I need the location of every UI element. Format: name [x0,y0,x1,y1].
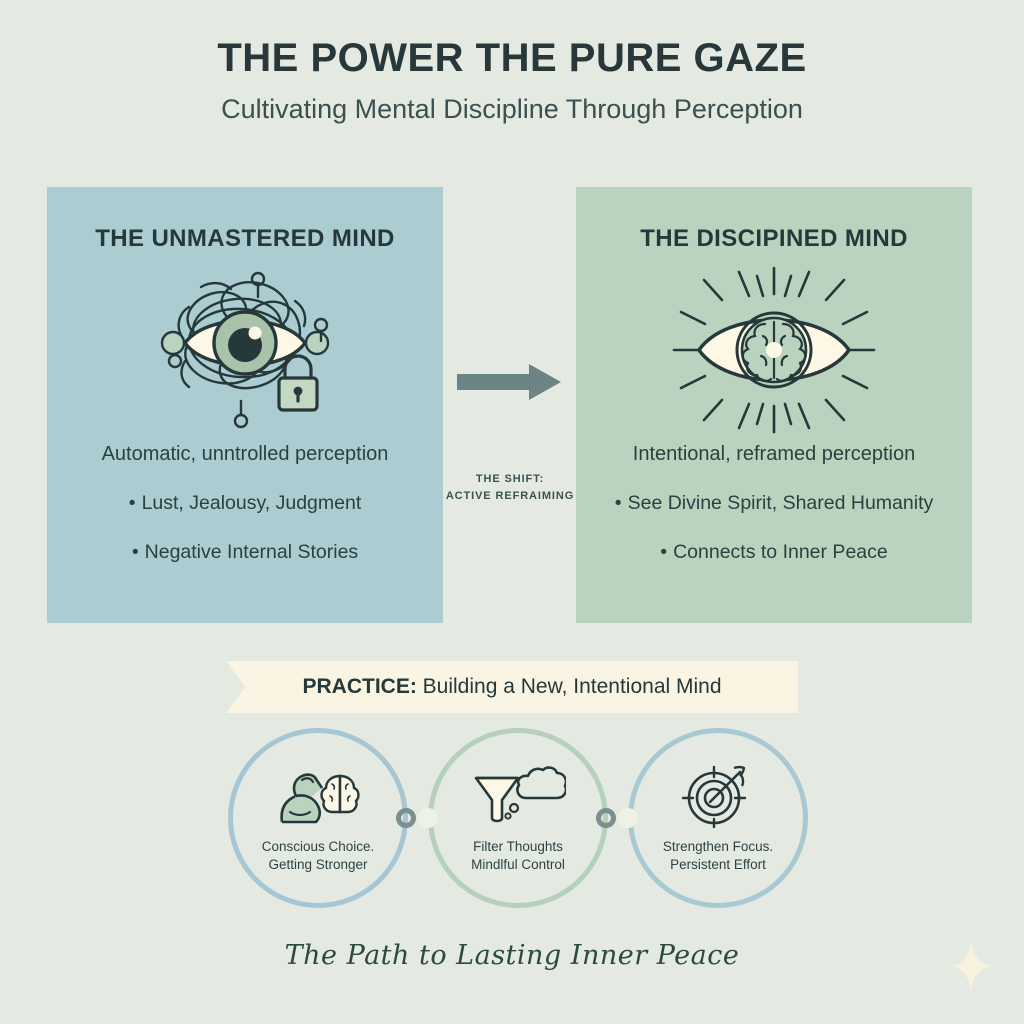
bullet-text: See Divine Spirit, Shared Humanity [627,492,934,514]
bullet-text: Lust, Jealousy, Judgment [141,492,362,514]
shift-label: THE SHIFT: ACTIVE REFRAIMING [443,471,577,505]
target-arrow-icon [676,762,760,829]
panel-left-title: THE UNMASTERED MIND [95,225,395,252]
step-caption: Filter Thoughts Mindlful Control [471,838,565,874]
practice-banner-text: PRACTICE: Building a New, Intentional Mi… [302,675,721,699]
bullet-marker: • [128,492,136,514]
panel-right-lead: Intentional, reframed perception [632,443,916,465]
panel-disciplined-mind: THE DISCIPINED MIND [576,187,972,623]
list-item: •Negative Internal Stories [73,541,417,564]
step-caption-line-1: Filter Thoughts [473,839,563,855]
panel-left-bullets: •Lust, Jealousy, Judgment •Negative Inte… [73,492,417,564]
flexed-arm-brain-icon [270,762,366,828]
bullet-marker: • [614,492,622,514]
step-caption: Conscious Choice. Getting Stronger [262,838,375,874]
connector-dot-icon [618,808,638,828]
list-item: •Lust, Jealousy, Judgment [73,492,417,515]
step-caption-line-2: Mindlful Control [471,857,565,872]
practice-label-rest: Building a New, Intentional Mind [416,675,722,698]
practice-label-strong: PRACTICE: [302,675,417,698]
practice-steps: Conscious Choice. Getting Stronger Filte… [0,728,1024,918]
panel-right-title: THE DISCIPINED MIND [640,225,908,252]
four-point-star-icon [948,938,994,999]
step-caption: Strengthen Focus. Persistent Effort [663,838,773,874]
step-circle-conscious-choice: Conscious Choice. Getting Stronger [228,728,408,908]
bullet-text: Negative Internal Stories [144,541,359,563]
step-caption-line-2: Getting Stronger [268,857,368,872]
bullet-marker: • [660,541,668,563]
page-title: THE POWER THE PURE GAZE [217,36,807,80]
step-circle-strengthen-focus: Strengthen Focus. Persistent Effort [628,728,808,908]
practice-banner: PRACTICE: Building a New, Intentional Mi… [226,661,798,713]
list-item: •Connects to Inner Peace [602,541,946,564]
shift-line-1: THE SHIFT: [475,473,545,485]
connector-dot-icon [418,808,438,828]
tangled-eye-with-lock-icon [73,261,417,439]
step-caption-line-1: Strengthen Focus. [662,839,774,855]
connector-ring-icon [396,808,416,828]
step-caption-line-2: Persistent Effort [670,857,766,872]
bullet-text: Connects to Inner Peace [673,541,888,563]
shift-connector: THE SHIFT: ACTIVE REFRAIMING [443,360,577,505]
shift-line-2: ACTIVE REFRAIMING [445,490,575,503]
footer-tagline: The Path to Lasting Inner Peace [284,940,740,971]
panel-right-bullets: •See Divine Spirit, Shared Humanity •Con… [602,492,946,564]
step-caption-line-1: Conscious Choice. [261,839,375,855]
connector-ring-icon [596,808,616,828]
panel-left-lead: Automatic, unntrolled perception [101,443,389,465]
radiant-eye-with-brain-icon [602,261,946,439]
right-arrow-icon [457,364,561,400]
funnel-thought-cloud-icon [470,762,566,828]
list-item: •See Divine Spirit, Shared Humanity [602,492,946,515]
page-subtitle: Cultivating Mental Discipline Through Pe… [221,94,803,124]
panel-unmastered-mind: THE UNMASTERED MIND [47,187,443,623]
step-circle-filter-thoughts: Filter Thoughts Mindlful Control [428,728,608,908]
bullet-marker: • [131,541,139,563]
